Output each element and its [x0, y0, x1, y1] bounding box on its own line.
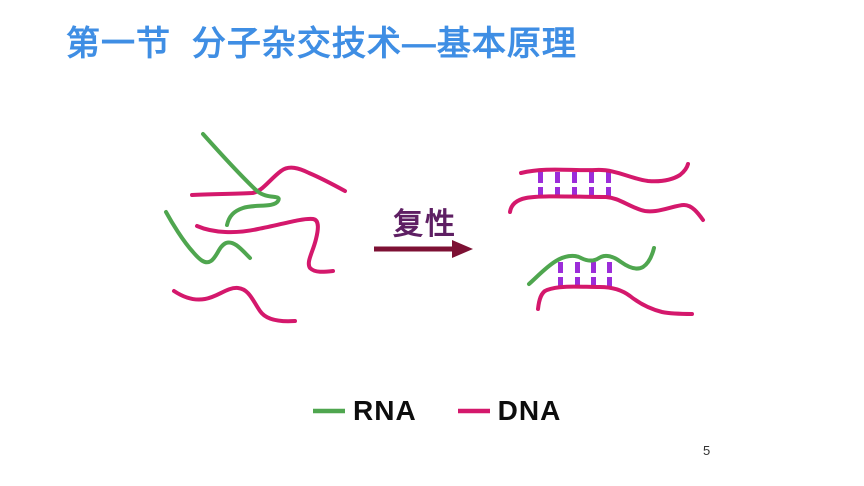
- base-pair-bond: [538, 187, 543, 198]
- base-pair-bond: [572, 187, 577, 198]
- base-pair-bond: [607, 277, 612, 288]
- legend-label-dna: DNA: [497, 395, 562, 426]
- legend-item-rna: RNA: [312, 395, 417, 427]
- rna-dna-basepair-bonds: [558, 262, 612, 288]
- base-pair-bond: [575, 277, 580, 288]
- dna-duplex-bottom-strand: [508, 194, 705, 222]
- base-pair-bond: [575, 262, 580, 273]
- base-pair-bond: [555, 187, 560, 198]
- dna-dna-basepair-bonds: [538, 172, 611, 198]
- base-pair-bond: [572, 172, 577, 183]
- rna-strand-denatured-1: [201, 132, 281, 227]
- base-pair-bond: [558, 262, 563, 273]
- legend-item-dna: DNA: [457, 395, 562, 427]
- base-pair-bond: [558, 277, 563, 288]
- legend-label-rna: RNA: [353, 395, 417, 426]
- dna-duplex-top-strand: [519, 162, 690, 184]
- renaturation-label: 复性: [393, 208, 457, 241]
- legend: RNA DNA: [312, 394, 561, 428]
- renaturation-arrow: [374, 240, 473, 258]
- rna-dna-duplex-rna-strand: [527, 246, 656, 286]
- base-pair-bond: [589, 187, 594, 198]
- base-pair-bond: [538, 172, 543, 183]
- dna-strand-denatured-1: [190, 165, 347, 197]
- rna-strand-denatured-2: [164, 210, 252, 265]
- base-pair-bond: [589, 172, 594, 183]
- renaturation-arrow-head: [452, 240, 473, 258]
- rna-legend-dash-icon: [313, 408, 345, 414]
- rna-dna-duplex-dna-strand: [536, 284, 694, 316]
- dna-strand-denatured-2: [195, 216, 335, 274]
- dna-strands: [172, 162, 705, 324]
- page-number: 5: [703, 443, 711, 458]
- base-pair-bond: [606, 172, 611, 183]
- dna-strand-denatured-3: [172, 285, 297, 324]
- base-pair-bond: [555, 172, 560, 183]
- slide-title: 第一节 分子杂交技术—基本原理: [66, 25, 577, 63]
- rna-strands: [164, 132, 656, 286]
- base-pair-bond: [607, 262, 612, 273]
- base-pair-bond: [591, 277, 596, 288]
- base-pair-bond: [606, 187, 611, 198]
- base-pair-bond: [591, 262, 596, 273]
- dna-legend-dash-icon: [457, 408, 490, 414]
